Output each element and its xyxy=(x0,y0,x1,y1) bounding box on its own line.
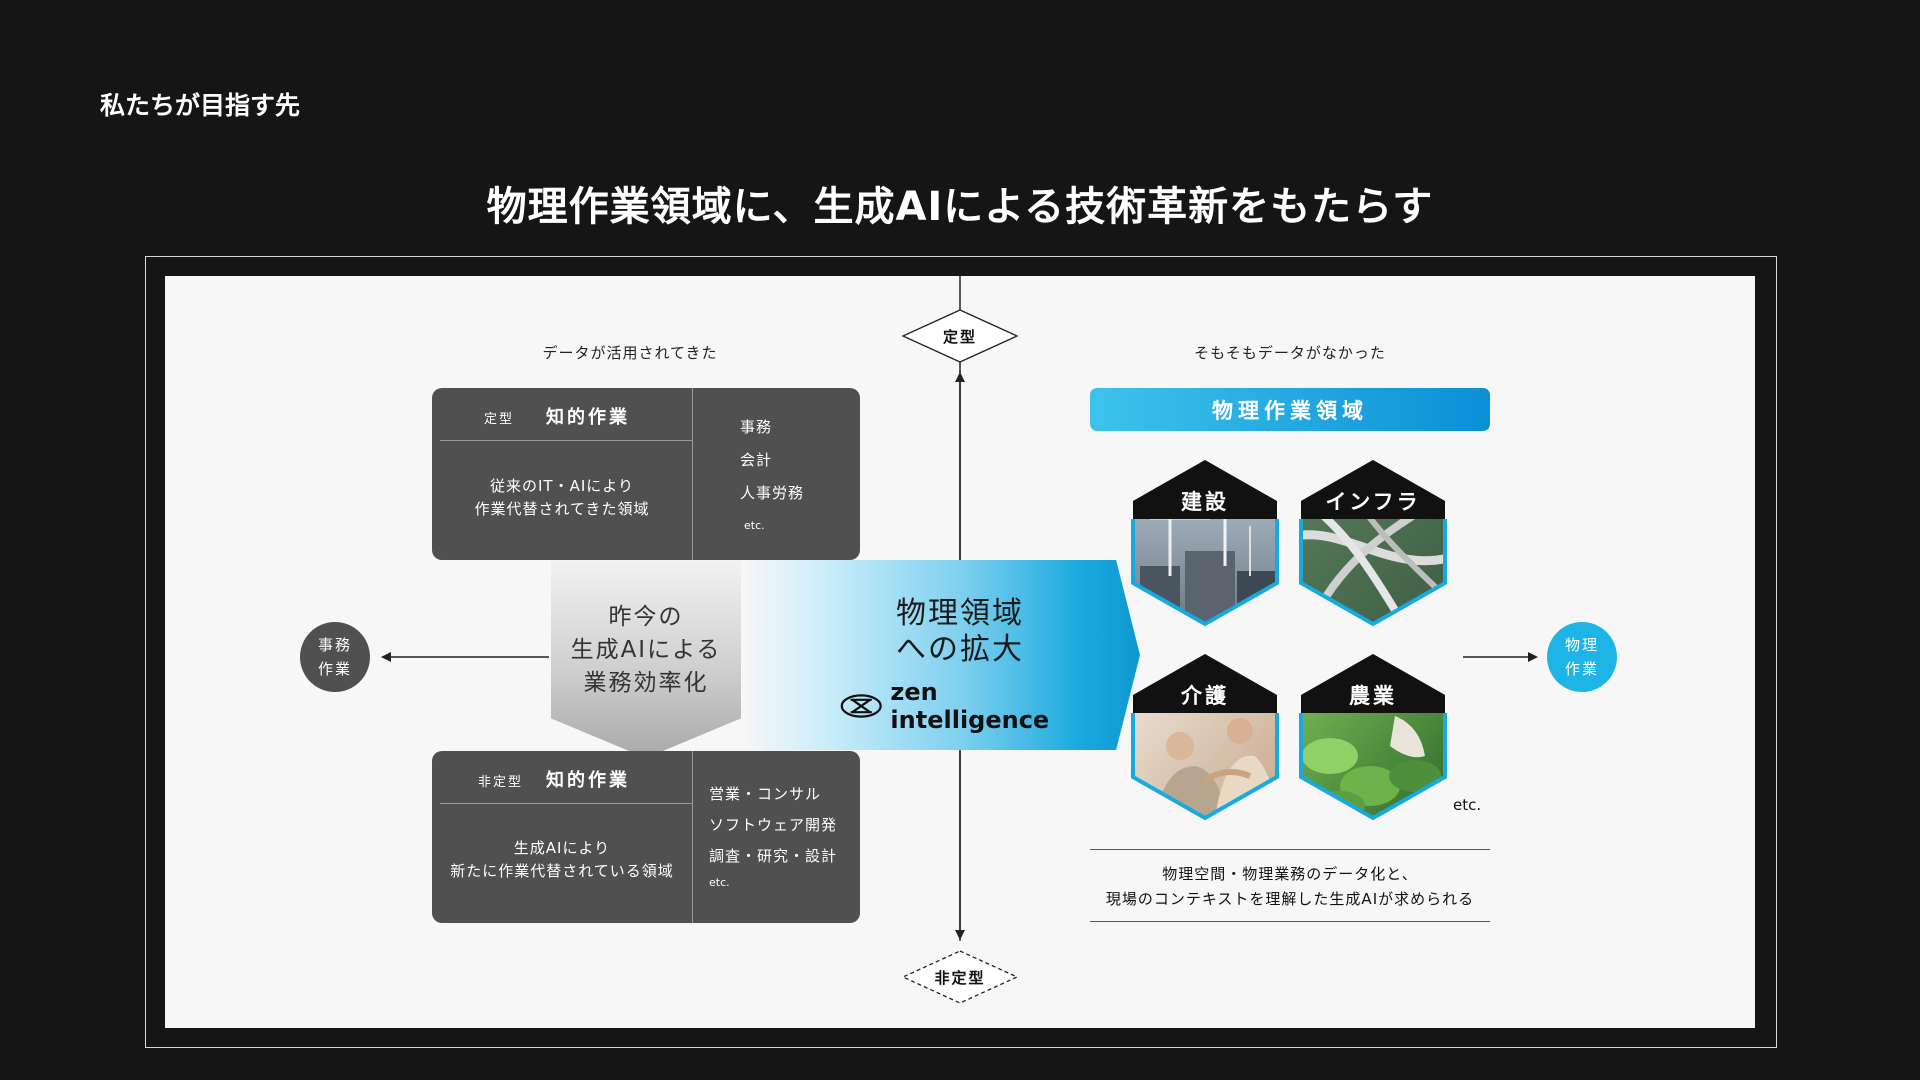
bottom-caption-bottom-rule xyxy=(1090,921,1490,922)
right-bottom-caption: 物理空間・物理業務のデータ化と、 現場のコンテキストを理解した生成AIが求められ… xyxy=(1090,862,1490,912)
hexagon-grid xyxy=(165,276,1755,1028)
bottom-line2: 現場のコンテキストを理解した生成AIが求められる xyxy=(1090,887,1490,912)
hex-etc: etc. xyxy=(1453,796,1481,814)
hex-label-infrastructure: インフラ xyxy=(1301,486,1445,516)
hex-label-agriculture: 農業 xyxy=(1301,680,1445,710)
section-label: 私たちが目指す先 xyxy=(100,86,300,122)
hex-label-caregiving: 介護 xyxy=(1133,680,1277,710)
bottom-line1: 物理空間・物理業務のデータ化と、 xyxy=(1090,862,1490,887)
bottom-caption-top-rule xyxy=(1090,849,1490,850)
page-headline: 物理作業領域に、生成AIによる技術革新をもたらす xyxy=(0,174,1920,232)
hex-label-construction: 建設 xyxy=(1133,486,1277,516)
diagram-canvas: 定型 非定型 事務 作業 物理 作業 データが活用されてきた 定型 知的作業 従… xyxy=(165,276,1755,1028)
